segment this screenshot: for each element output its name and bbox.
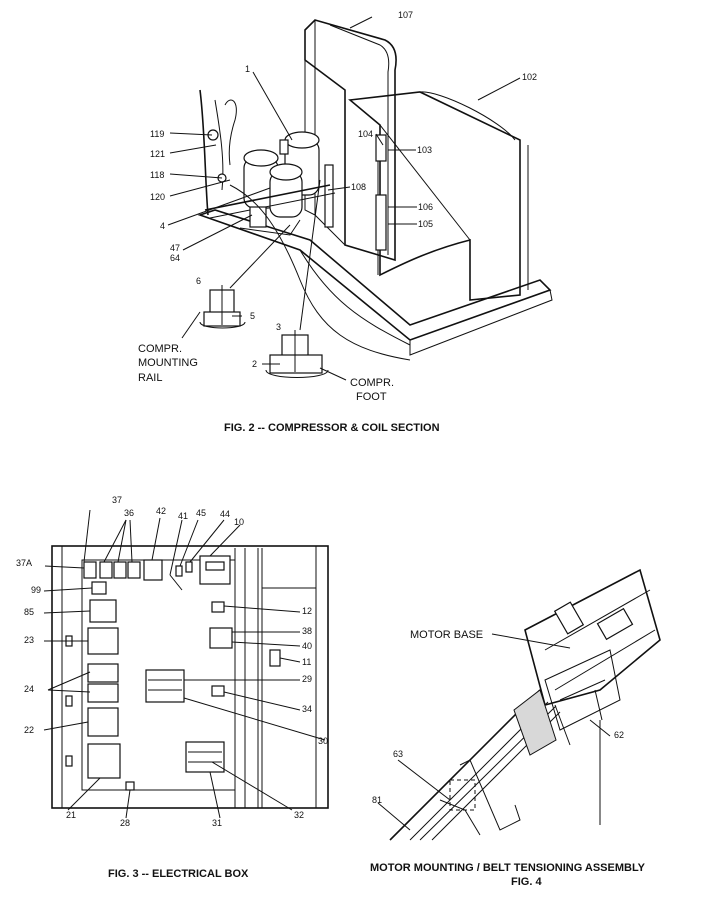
- compr-foot-detail: [265, 330, 329, 378]
- fig2-callout-6: 6: [196, 276, 201, 286]
- fig4-drawing: [377, 568, 661, 841]
- fig3-callout-21: 21: [66, 810, 76, 820]
- fig4-callout-62: 62: [614, 730, 624, 740]
- fig3-callout-31: 31: [212, 818, 222, 828]
- fig2-callout-64: 64: [170, 253, 180, 263]
- compr-foot-line1: COMPR.: [350, 377, 394, 389]
- fig2-callout-108: 108: [351, 182, 366, 192]
- fig3-callout-37: 37: [112, 495, 122, 505]
- fig2-callout-103: 103: [417, 145, 432, 155]
- compr-mounting-rail-detail: [199, 285, 246, 329]
- motor-base-label: MOTOR BASE: [410, 629, 483, 641]
- fig2-callout-107: 107: [398, 10, 413, 20]
- fig4-callout-81: 81: [372, 795, 382, 805]
- fig4-caption-line2: FIG. 4: [511, 876, 542, 888]
- fig4-callout-63: 63: [393, 749, 403, 759]
- fig2-callout-118: 118: [150, 170, 164, 180]
- fig3-callout-24: 24: [24, 684, 34, 694]
- fig3-caption: FIG. 3 -- ELECTRICAL BOX: [108, 868, 249, 880]
- fig3-callout-41: 41: [178, 511, 188, 521]
- fig2-callout-105: 105: [418, 219, 433, 229]
- fig2-caption: FIG. 2 -- COMPRESSOR & COIL SECTION: [224, 422, 440, 434]
- fig3-callout-11: 11: [302, 657, 311, 667]
- fig3-callout-12: 12: [302, 606, 312, 616]
- fig3-drawing: [43, 509, 329, 819]
- fig2-callout-106: 106: [418, 202, 433, 212]
- fig3-callout-45: 45: [196, 508, 206, 518]
- fig2-callout-1: 1: [245, 64, 250, 74]
- fig2-callout-3: 3: [276, 322, 281, 332]
- compressor: [243, 131, 320, 218]
- fig3-callout-37a: 37A: [16, 558, 32, 568]
- fig3-callout-36: 36: [124, 508, 134, 518]
- fig2-callout-102: 102: [522, 72, 537, 82]
- fig2-callout-2: 2: [252, 359, 257, 369]
- fig2-callout-47: 47: [170, 243, 180, 253]
- fig2-callout-104: 104: [358, 129, 373, 139]
- fig2-callout-120: 120: [150, 192, 165, 202]
- compr-mounting-rail-line2: MOUNTING: [138, 357, 198, 369]
- fig3-callout-23: 23: [24, 635, 34, 645]
- fig3-callout-34: 34: [302, 704, 312, 714]
- fig3-callout-32: 32: [294, 810, 304, 820]
- fig3-callout-42: 42: [156, 506, 166, 516]
- fig3-callout-40: 40: [302, 641, 312, 651]
- compr-mounting-rail-line1: COMPR.: [138, 343, 182, 355]
- fig3-callout-28: 28: [120, 818, 130, 828]
- fig3-callout-30: 30: [318, 736, 328, 746]
- fig3-callout-99: 99: [31, 585, 41, 595]
- fig2-callout-5: 5: [250, 311, 255, 321]
- fig3-callout-29: 29: [302, 674, 312, 684]
- fig2-drawing: [167, 16, 553, 381]
- fig2-callout-121: 121: [150, 149, 165, 159]
- fig3-callout-22: 22: [24, 725, 34, 735]
- fig3-callout-44: 44: [220, 509, 230, 519]
- fig3-callout-10: 10: [234, 517, 244, 527]
- fig3-callout-38: 38: [302, 626, 312, 636]
- compr-foot-line2: FOOT: [356, 391, 387, 403]
- fig2-callout-119: 119: [150, 129, 164, 139]
- fig3-callout-85: 85: [24, 607, 34, 617]
- compr-mounting-rail-line3: RAIL: [138, 372, 162, 384]
- fig4-caption-line1: MOTOR MOUNTING / BELT TENSIONING ASSEMBL…: [370, 862, 646, 874]
- fig2-callout-4: 4: [160, 221, 165, 231]
